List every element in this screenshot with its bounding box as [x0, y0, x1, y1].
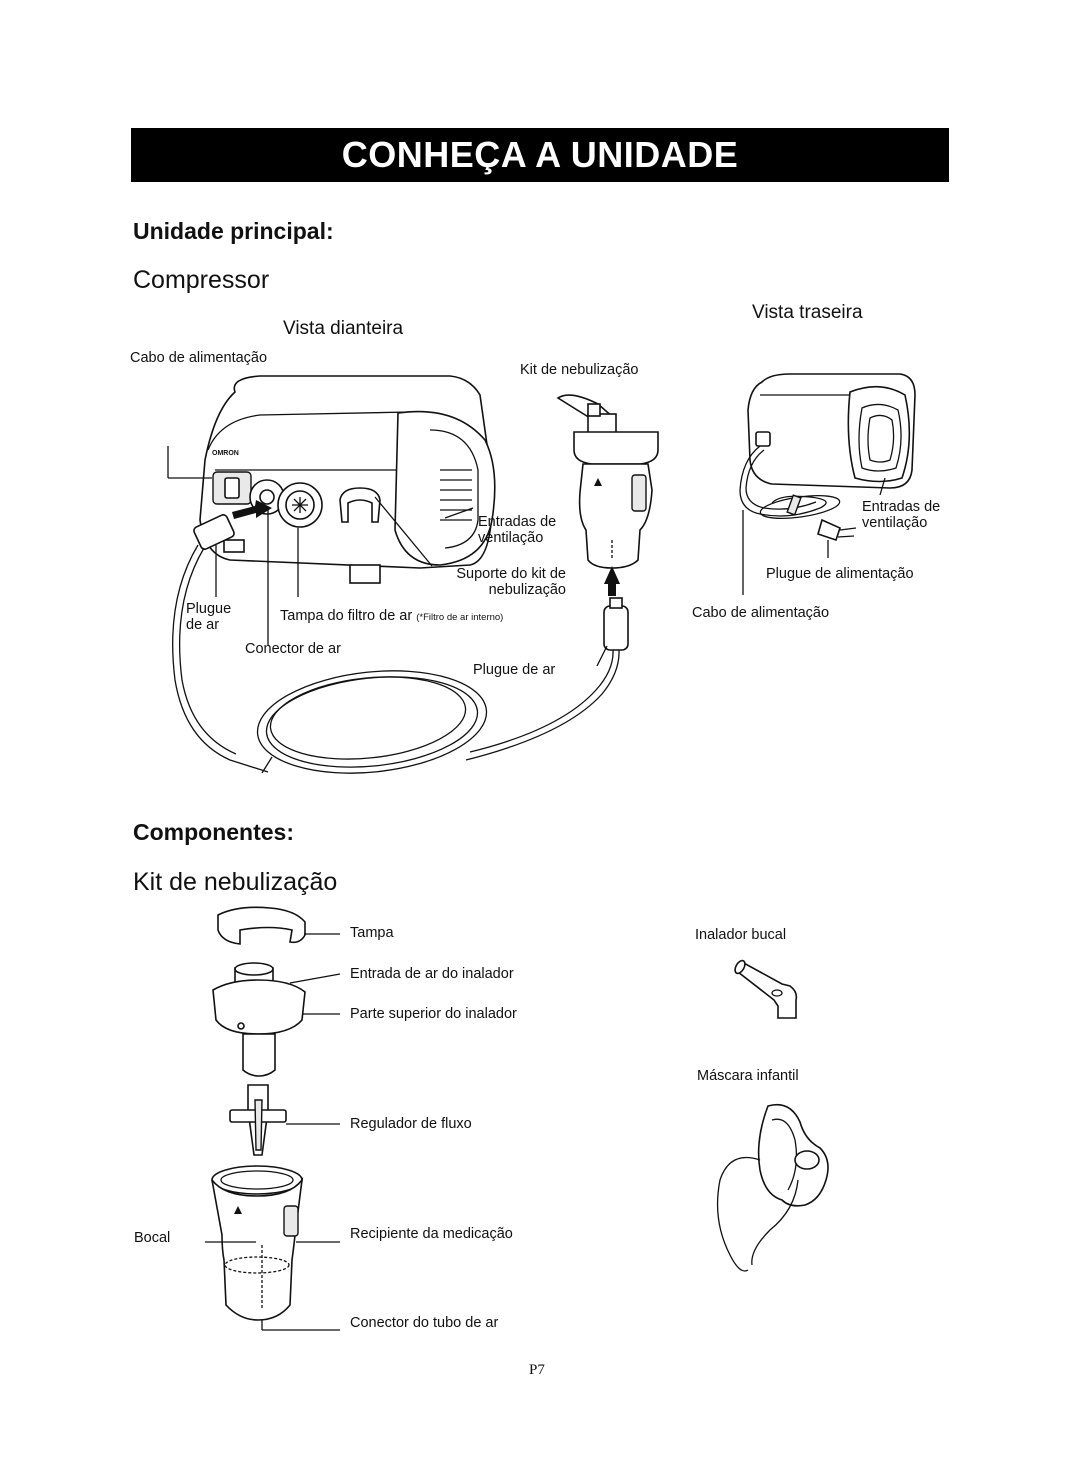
- label-filter-note: (*Filtro de ar interno): [416, 612, 504, 623]
- label-neb-kit: Kit de nebulização: [520, 362, 639, 378]
- label-air-plug-right: Plugue de ar: [473, 662, 556, 678]
- rear-view-title: Vista traseira: [752, 302, 863, 323]
- components-heading: Componentes:: [133, 819, 294, 845]
- label-plug-rear: Plugue de alimentação: [766, 566, 914, 582]
- label-nozzle: Bocal: [134, 1230, 171, 1246]
- label-cap: Tampa: [350, 925, 394, 941]
- label-child-mask: Máscara infantil: [697, 1068, 799, 1084]
- nebulizer-kit-heading: Kit de nebulização: [133, 868, 338, 896]
- label-filter-cover: Tampa do filtro de ar: [280, 608, 413, 624]
- front-view-title: Vista dianteira: [283, 318, 404, 339]
- label-tube-connector: Conector do tubo de ar: [350, 1315, 499, 1331]
- compressor-front-drawing: [167, 375, 629, 774]
- nebulizer-kit-drawing: [556, 394, 659, 596]
- label-flow-regulator: Regulador de fluxo: [350, 1116, 472, 1132]
- label-vents-front: Entradas de ventilação: [478, 514, 557, 546]
- omron-logo: OMRON: [212, 450, 239, 457]
- label-kit-holder: Suporte do kit de nebulização: [456, 566, 566, 598]
- components-drawing: [205, 906, 829, 1331]
- label-air-connector: Conector de ar: [245, 641, 341, 657]
- label-vents-rear: Entradas de ventilação: [862, 499, 941, 531]
- page-number: P7: [529, 1362, 545, 1378]
- label-mouthpiece: Inalador bucal: [695, 927, 787, 943]
- label-inhaler-top: Parte superior do inalador: [350, 1006, 517, 1022]
- compressor-rear-drawing: [739, 373, 916, 595]
- main-unit-heading: Unidade principal:: [133, 218, 334, 244]
- label-power-cord-front: Cabo de alimentação: [130, 350, 268, 366]
- label-cord-rear: Cabo de alimentação: [692, 605, 830, 621]
- label-air-inlet: Entrada de ar do inalador: [350, 966, 514, 982]
- compressor-heading: Compressor: [133, 266, 270, 294]
- label-medication-container: Recipiente da medicação: [350, 1226, 513, 1242]
- page-title-banner: CONHEÇA A UNIDADE: [131, 128, 949, 182]
- label-filter-cover-row: Tampa do filtro de ar (*Filtro de ar int…: [280, 608, 503, 626]
- label-air-plug-left: Plugue de ar: [186, 601, 232, 633]
